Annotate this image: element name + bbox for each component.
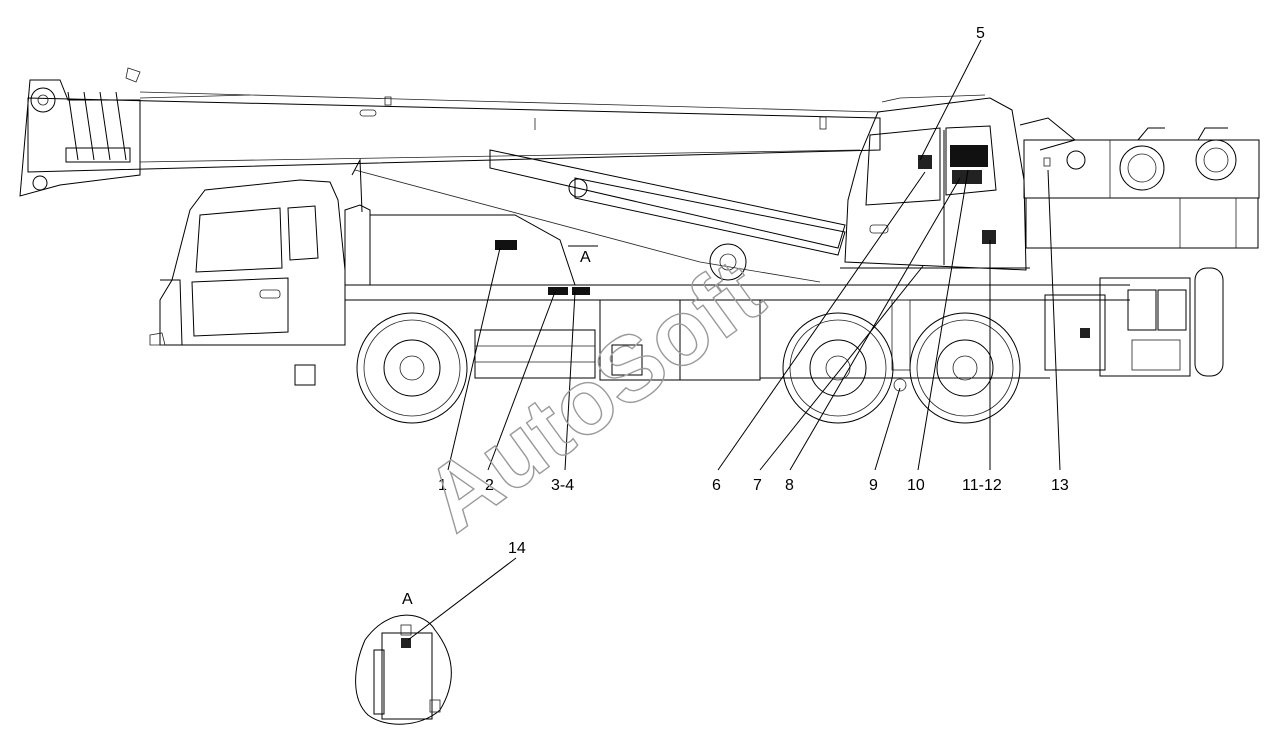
carrier-chassis — [344, 158, 1224, 392]
middle-wheel — [782, 312, 894, 424]
view-a-section-marker: A — [580, 249, 591, 266]
decal-cab-upper — [918, 155, 932, 169]
decal-chassis-1 — [495, 240, 517, 250]
callout-6: 6 — [712, 477, 721, 494]
callout-7: 7 — [753, 477, 762, 494]
callout-9: 9 — [869, 477, 878, 494]
callout-8: 8 — [785, 477, 794, 494]
callout-10: 10 — [907, 477, 925, 494]
callout-5: 5 — [976, 25, 985, 42]
leader-lines — [407, 39, 1061, 641]
decal-cab-plate — [950, 145, 988, 167]
operator-cab — [844, 94, 1027, 271]
view-a-detail — [355, 614, 452, 725]
callout-1: 1 — [438, 477, 447, 494]
front-wheel — [356, 312, 468, 424]
callout-2: 2 — [485, 477, 494, 494]
decal-chassis-rear — [1080, 328, 1090, 338]
decal-view-a — [401, 638, 411, 648]
telescopic-boom — [19, 67, 881, 197]
carrier-cab — [149, 179, 346, 386]
callout-14: 14 — [508, 540, 526, 557]
boom-lift-cylinder — [354, 149, 846, 283]
callout-11-12: 11-12 — [962, 477, 1002, 494]
decal-cab-door — [982, 230, 996, 244]
callout-labels: 1 2 3-4 5 6 7 8 9 10 11-12 13 14 — [438, 25, 1069, 557]
rear-wheel — [909, 312, 1021, 424]
callout-3-4: 3-4 — [551, 477, 574, 494]
watermark: AutoSoft — [407, 240, 781, 551]
decal-chassis-3 — [572, 287, 590, 295]
view-a-label: A — [402, 591, 413, 608]
callout-13: 13 — [1051, 477, 1069, 494]
turntable-counterweight — [840, 117, 1260, 269]
decal-chassis-2 — [548, 287, 568, 295]
